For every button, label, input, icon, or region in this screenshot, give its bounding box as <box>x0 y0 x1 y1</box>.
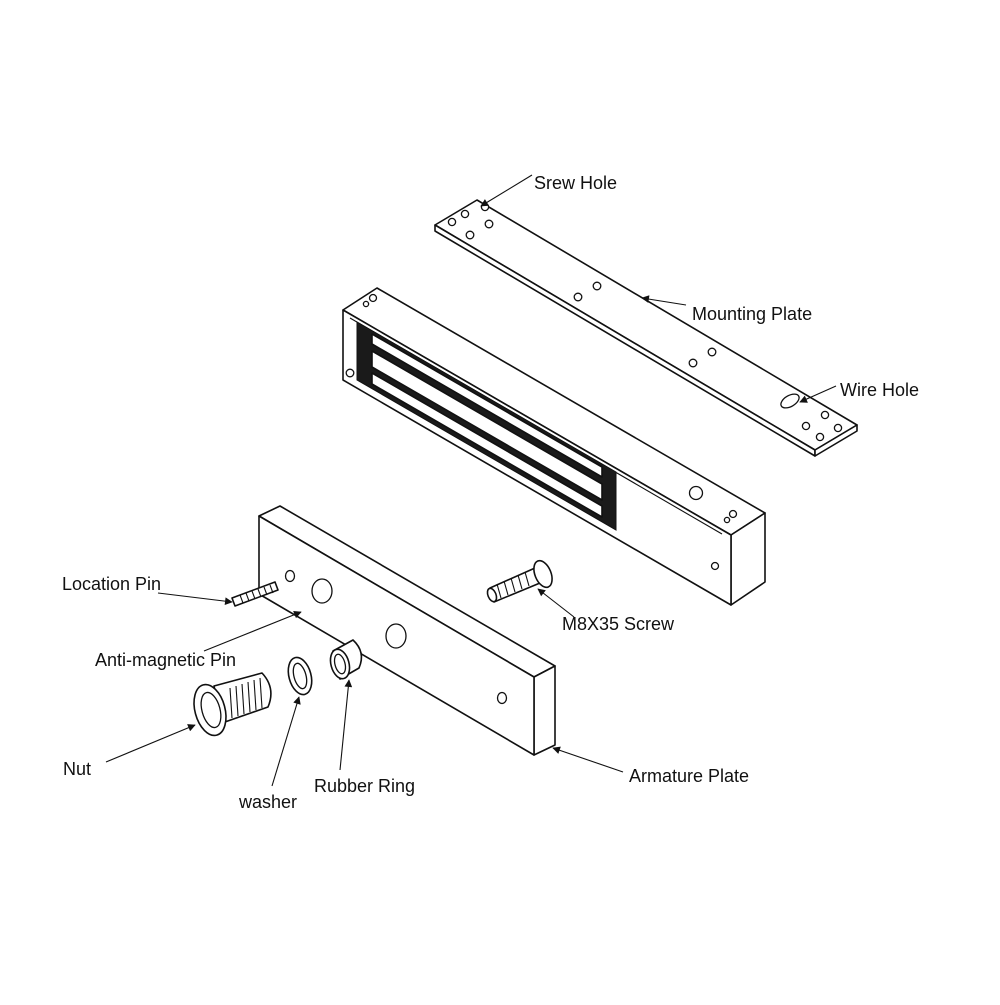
leader-armature-plate <box>552 746 624 773</box>
mounting-plate-screw-holes <box>447 202 843 442</box>
label-anti-magnetic-pin: Anti-magnetic Pin <box>95 650 236 670</box>
wire-hole <box>780 393 800 409</box>
label-rubber-ring: Rubber Ring <box>314 776 415 796</box>
washer <box>287 656 313 696</box>
label-location-pin: Location Pin <box>62 574 161 594</box>
leader-washer <box>271 696 301 787</box>
label-mounting-plate: Mounting Plate <box>692 304 812 324</box>
armature-plate <box>258 505 556 756</box>
label-m8x35-screw: M8X35 Screw <box>562 614 675 634</box>
label-wire-hole: Wire Hole <box>840 380 919 400</box>
leader-rubber-ring <box>339 679 353 771</box>
location-pin <box>231 581 279 607</box>
leader-nut <box>105 724 196 763</box>
mounting-plate <box>434 199 858 457</box>
nut <box>193 672 272 737</box>
leader-location-pin <box>157 592 233 605</box>
leader-m8x35-screw <box>537 588 575 618</box>
label-washer: washer <box>238 792 297 812</box>
label-screw-hole: Srew Hole <box>534 173 617 193</box>
leader-wire-hole <box>799 385 837 403</box>
rubber-ring <box>329 639 363 680</box>
leader-lines <box>105 174 837 787</box>
label-armature-plate: Armature Plate <box>629 766 749 786</box>
leader-mounting-plate <box>641 295 687 306</box>
m8x35-screw <box>486 559 553 603</box>
leader-anti-magnetic-pin <box>203 611 302 652</box>
callout-labels: Srew Hole Mounting Plate Wire Hole Locat… <box>62 173 919 812</box>
electromagnet-body <box>342 287 766 606</box>
leader-screw-hole <box>480 174 533 207</box>
label-nut: Nut <box>63 759 91 779</box>
